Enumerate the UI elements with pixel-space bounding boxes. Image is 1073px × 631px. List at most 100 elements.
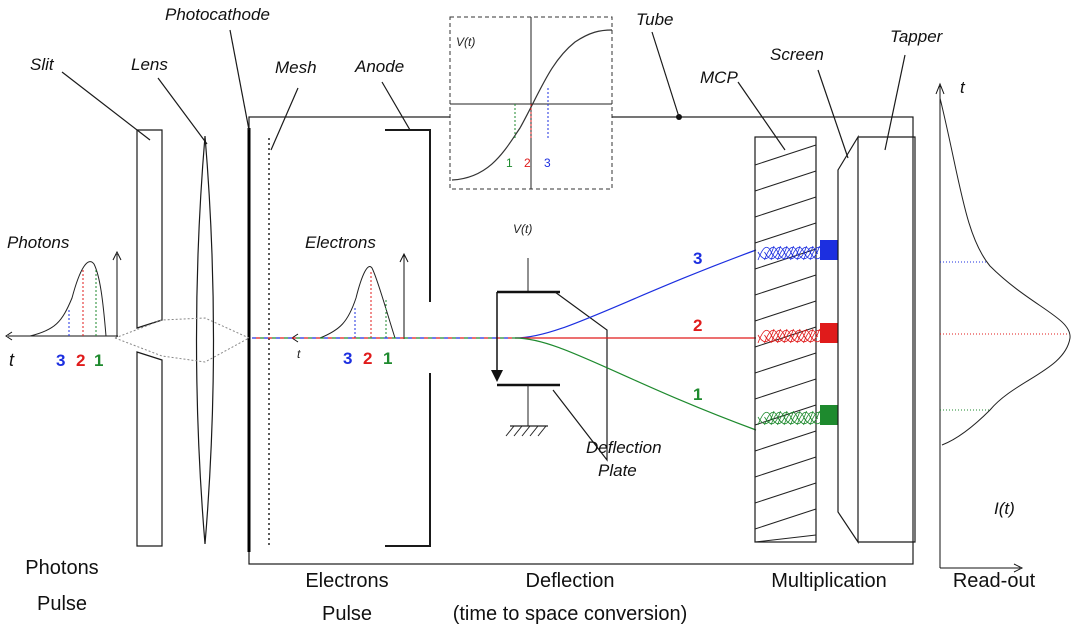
anode-pointer — [381, 81, 411, 131]
slit-pointer — [61, 71, 151, 141]
label-electrons: Electrons — [305, 233, 376, 252]
caption-deflection-2: (time to space conversion) — [453, 603, 688, 625]
cascade-3-arc — [757, 245, 775, 261]
cascade-2-arc — [777, 328, 794, 344]
cascade-3-arc — [803, 245, 820, 261]
cascade-1-arc — [770, 410, 788, 426]
mcp-channel-line — [754, 456, 817, 478]
caption-electrons-pulse-2: Pulse — [322, 603, 372, 625]
mcp-channel-line — [754, 482, 817, 504]
photons-t-arrowhead — [5, 331, 13, 341]
slit-lower-blade — [136, 351, 163, 547]
caption-electrons-pulse-1: Electrons — [305, 570, 388, 592]
cascade-1-arc — [790, 410, 807, 426]
mcp-channels — [754, 144, 817, 543]
caption-deflection-1: Deflection — [526, 570, 615, 592]
label-screen: Screen — [770, 45, 824, 64]
mcp-cascades — [757, 245, 827, 426]
label-deflection-plate-line1: Deflection — [586, 438, 662, 457]
label-it: I(t) — [994, 499, 1015, 518]
label-mcp: MCP — [700, 68, 738, 87]
vt-num-3: 3 — [544, 156, 551, 170]
label-lens: Lens — [131, 55, 168, 74]
label-photons: Photons — [7, 233, 70, 252]
label-deflection-plate-line2: Plate — [598, 461, 637, 480]
cascade-1-arc — [757, 410, 775, 426]
label-mesh: Mesh — [275, 58, 317, 77]
electrons-pulse-curve — [319, 266, 396, 339]
photocathode-pointer — [229, 29, 250, 131]
mesh-pointer — [270, 87, 299, 151]
mcp-channel-line — [754, 352, 817, 374]
cascade-1-arc — [783, 410, 801, 426]
slit-upper-blade — [136, 129, 163, 329]
cascade-3-arc — [770, 245, 788, 261]
trajectory-num-2: 2 — [693, 316, 702, 335]
lens — [195, 135, 215, 545]
mcp-channel-line — [754, 144, 817, 166]
ground-hatch — [505, 425, 547, 437]
label-t-photons: t — [9, 350, 15, 370]
electrons-num-3: 3 — [343, 349, 352, 368]
photons-pulse-curve — [29, 261, 107, 337]
caption-multiplication: Multiplication — [771, 570, 887, 592]
cascade-1-arc — [796, 410, 814, 426]
optical-path — [114, 317, 250, 363]
cascade-3-arc — [796, 245, 814, 261]
lens-pointer — [157, 77, 208, 145]
mcp-channel-line — [754, 196, 817, 218]
cascade-1-arc — [803, 410, 820, 426]
cascade-2-arc — [783, 328, 801, 344]
cascade-1-arc — [764, 410, 781, 426]
caption-photons-pulse-1: Photons — [25, 557, 98, 579]
caption-photons-pulse-2: Pulse — [37, 593, 87, 615]
label-vt-graph: V(t) — [456, 35, 475, 49]
label-tapper: Tapper — [890, 27, 944, 46]
vt-ramp-curve — [451, 29, 613, 181]
electrons-y-arrowhead — [399, 252, 409, 263]
readout-curve — [939, 97, 1071, 446]
label-slit: Slit — [30, 55, 55, 74]
cascade-3-arc — [783, 245, 801, 261]
label-photocathode: Photocathode — [165, 5, 270, 24]
readout-t-arrowhead — [935, 82, 945, 95]
cascade-2-arc — [790, 328, 807, 344]
anode-lower — [385, 373, 431, 547]
mcp-pointer — [737, 81, 786, 151]
cascade-3-arc — [777, 245, 794, 261]
trajectory-1 — [514, 337, 757, 431]
mcp-channel-line — [754, 170, 817, 192]
cascade-2-arc — [757, 328, 775, 344]
field-arrowhead — [491, 370, 503, 382]
cascade-2-arc — [796, 328, 814, 344]
label-t-readout: t — [960, 78, 966, 97]
mcp-channel-line — [754, 274, 817, 296]
photons-num-2: 2 — [76, 351, 85, 370]
electrons-num-1: 1 — [383, 349, 392, 368]
deflection-plate-pointer — [552, 291, 608, 462]
vt-num-1: 1 — [506, 156, 513, 170]
label-tube: Tube — [636, 10, 674, 29]
cascade-2-arc — [803, 328, 820, 344]
tapper-pointer — [884, 54, 906, 151]
electrons-num-2: 2 — [363, 349, 372, 368]
caption-readout: Read-out — [953, 570, 1036, 592]
photons-y-arrowhead — [112, 250, 122, 261]
cascade-3-arc — [764, 245, 781, 261]
tapper-body — [885, 137, 915, 542]
label-t-electrons: t — [297, 347, 301, 361]
cascade-3-arc — [790, 245, 807, 261]
photons-num-3: 3 — [56, 351, 65, 370]
readout-i-arrowhead — [1013, 563, 1024, 573]
mcp-channel-line — [754, 300, 817, 322]
label-vt-plate: V(t) — [513, 222, 532, 236]
cascade-2-arc — [770, 328, 788, 344]
screen — [837, 134, 859, 544]
mcp — [754, 136, 817, 543]
mcp-channel-line — [754, 508, 817, 530]
cascade-2-arc — [764, 328, 781, 344]
screen-pointer — [817, 69, 849, 159]
tube-pointer — [651, 31, 680, 118]
label-anode: Anode — [354, 57, 404, 76]
